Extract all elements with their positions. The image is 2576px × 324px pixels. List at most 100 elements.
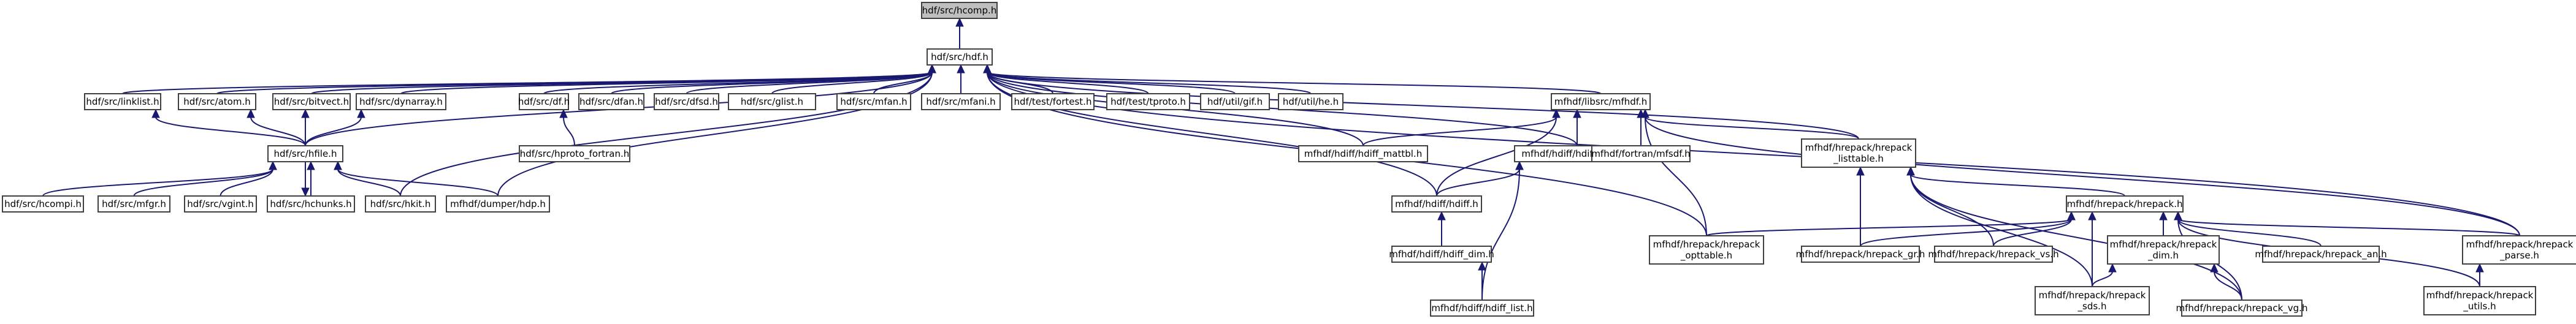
graph-node[interactable]: hdf/util/he.h (1278, 93, 1343, 110)
edge-arrowhead (1515, 160, 1524, 170)
dependency-edge (2159, 211, 2168, 236)
node-box (272, 93, 351, 110)
graph-node[interactable]: mfhdf/hrepack/hrepack_vg.h (2176, 300, 2308, 317)
node-label: hdf/src/mfani.h (926, 96, 995, 107)
graph-node[interactable]: mfhdf/hdiff/hdiff_mattbl.h (1298, 145, 1428, 162)
graph-node[interactable]: hdf/src/dynarray.h (356, 93, 446, 110)
node-box (1649, 235, 1764, 265)
node-box (1430, 300, 1534, 317)
node-label: mfhdf/hrepack/hrepack (1653, 239, 1760, 250)
graph-node[interactable]: hdf/src/linklist.h (84, 93, 161, 110)
node-box (356, 93, 446, 110)
graph-node[interactable]: hdf/src/hcompi.h (2, 195, 84, 213)
node-box (267, 195, 355, 213)
dependency-edge (1437, 211, 1446, 246)
edge-arrowhead (1641, 108, 1649, 118)
graph-node[interactable]: hdf/src/hproto_fortran.h (519, 145, 630, 162)
edge-line (1645, 116, 1859, 140)
graph-node[interactable]: mfhdf/hrepack/hrepack_an.h (2255, 246, 2387, 263)
edge-arrowhead (928, 64, 936, 73)
node-label: hdf/util/he.h (1283, 96, 1339, 107)
graph-node[interactable]: mfhdf/dumper/hdp.h (446, 195, 550, 213)
node-label: hdf/src/bitvect.h (274, 96, 349, 107)
dependency-edge (1481, 160, 1524, 301)
dependency-edge (1436, 108, 1561, 197)
node-box (178, 93, 256, 110)
node-label: _utils.h (2463, 301, 2496, 312)
graph-node[interactable]: mfhdf/hrepack/hrepack_opttable.h (1649, 235, 1764, 265)
node-label: _opttable.h (1680, 250, 1732, 262)
edge-line (42, 168, 273, 197)
node-box (2107, 235, 2220, 265)
edge-line (133, 168, 273, 197)
edge-line (1436, 168, 1520, 197)
edge-line (2092, 271, 2113, 287)
node-label: hdf/test/fortest.h (1014, 96, 1092, 107)
graph-node[interactable]: hdf/src/bitvect.h (272, 93, 351, 110)
node-box (654, 93, 719, 110)
edge-line (1910, 174, 2242, 301)
edge-arrowhead (247, 108, 255, 118)
dependency-edge (1856, 166, 1865, 246)
edge-arrowhead (301, 187, 310, 197)
edge-arrowhead (151, 108, 160, 118)
edge-arrowhead (1437, 211, 1446, 220)
graph-node[interactable]: hdf/src/mfgr.h (97, 195, 170, 213)
edge-arrowhead (357, 108, 365, 118)
edge-arrowhead (957, 64, 965, 73)
graph-node[interactable]: hdf/src/mfani.h (921, 93, 1001, 110)
graph-node[interactable]: mfhdf/hrepack/hrepack.h (2066, 195, 2184, 213)
graph-node[interactable]: hdf/test/fortest.h (1011, 93, 1095, 110)
graph-node[interactable]: mfhdf/hrepack/hrepack_dim.h (2107, 235, 2220, 265)
graph-node[interactable]: mfhdf/hrepack/hrepack_listtable.h (1801, 138, 1916, 168)
graph-node[interactable]: mfhdf/hdiff/hdiff_list.h (1430, 300, 1534, 317)
node-label: mfhdf/hdiff/hdiff_dim.h (1389, 249, 1494, 260)
edge-line (1910, 174, 2125, 197)
graph-node[interactable]: hdf/src/hfile.h (267, 145, 343, 162)
graph-node[interactable]: hdf/src/atom.h (178, 93, 256, 110)
graph-node[interactable]: hdf/test/tproto.h (1106, 93, 1190, 110)
graph-node[interactable]: mfhdf/hdiff/hdiff.h (1391, 195, 1482, 213)
graph-node[interactable]: hdf/src/hkit.h (365, 195, 436, 213)
graph-node[interactable]: hdf/util/gif.h (1200, 93, 1270, 110)
graph-node[interactable]: hdf/src/dfsd.h (654, 93, 719, 110)
root-node-box (921, 2, 998, 19)
graph-node[interactable]: mfhdf/fortran/mfsdf.h (1591, 145, 1691, 162)
node-box (2, 195, 84, 213)
dependency-edge (1573, 108, 1581, 146)
node-box (2035, 286, 2150, 315)
node-box (2462, 235, 2576, 265)
graph-node[interactable]: mfhdf/hrepack/hrepack_parse.h (2462, 235, 2576, 265)
graph-node[interactable]: mfhdf/hrepack/hrepack_sds.h (2035, 286, 2150, 315)
dependency-edge (2475, 263, 2484, 287)
edge-line (250, 116, 306, 146)
graph-node[interactable]: hdf/src/hchunks.h (267, 195, 355, 213)
graph-node[interactable]: hdf/src/hdf.h (927, 48, 993, 66)
graph-node[interactable]: mfhdf/libsrc/mfhdf.h (1551, 93, 1651, 110)
node-label: hdf/src/hcompi.h (4, 198, 82, 209)
edge-line (400, 72, 933, 197)
graph-node[interactable]: hdf/src/dfan.h (578, 93, 644, 110)
graph-node[interactable]: mfhdf/hrepack/hrepack_vs.h (1928, 246, 2059, 263)
dependency-edge (1436, 160, 1524, 197)
graph-node[interactable]: mfhdf/hrepack/hrepack_gr.h (1796, 246, 1925, 263)
node-label: mfhdf/hrepack/hrepack (2110, 239, 2217, 250)
graph-node[interactable]: mfhdf/hrepack/hrepack_utils.h (2423, 286, 2536, 315)
graph-node[interactable]: mfhdf/hdiff/hdiff_dim.h (1389, 246, 1494, 263)
edge-arrowhead (955, 17, 964, 27)
node-label: hdf/src/mfan.h (840, 96, 907, 107)
edge-arrowhead (334, 160, 342, 170)
graph-node[interactable]: hdf/src/glist.h (728, 93, 816, 110)
node-box (84, 93, 161, 110)
node-label: hdf/src/df.h (518, 96, 570, 107)
dependency-edge (2210, 263, 2242, 301)
graph-node[interactable]: hdf/src/df.h (518, 93, 570, 110)
graph-node[interactable]: hdf/src/hcomp.h (921, 2, 998, 19)
graph-node[interactable]: hdf/src/vgint.h (184, 195, 257, 213)
dependency-edge (1641, 108, 1707, 236)
graph-node[interactable]: hdf/src/mfan.h (836, 93, 911, 110)
node-label: hdf/src/dynarray.h (359, 96, 443, 107)
dependency-edge (301, 162, 310, 197)
node-label: hdf/src/linklist.h (86, 96, 159, 107)
node-box (519, 145, 630, 162)
